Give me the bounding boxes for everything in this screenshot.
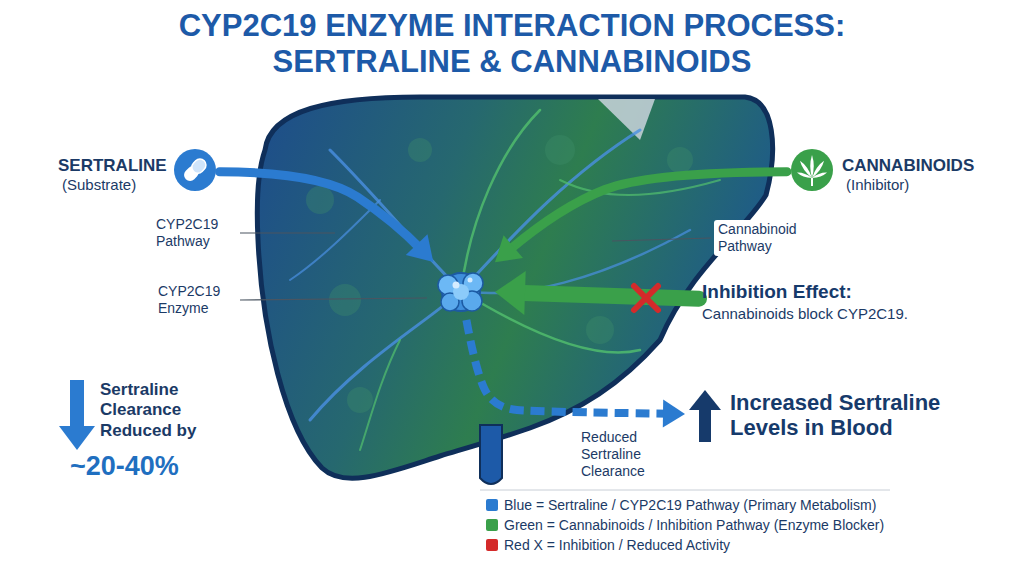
lobule xyxy=(408,138,432,162)
arrowhead xyxy=(406,234,434,262)
lobule xyxy=(586,316,614,344)
leader-line xyxy=(240,298,427,300)
blood-vessels xyxy=(290,110,720,450)
diagram-title: CYP2C19 ENZYME INTERACTION PROCESS: SERT… xyxy=(112,8,912,79)
icon-part xyxy=(796,155,827,179)
effect-note: Sertraline Clearance Reduced by xyxy=(100,380,222,441)
legend-row: Blue = Sertraline / CYP2C19 Pathway (Pri… xyxy=(486,495,884,515)
inhibition-x xyxy=(634,286,658,310)
note-heading: Inhibition Effect: xyxy=(702,281,908,304)
icon-part xyxy=(689,390,721,410)
icon-part xyxy=(699,408,711,442)
connector-line xyxy=(516,293,699,299)
legend-row: Red X = Inhibition / Reduced Activity xyxy=(486,535,884,555)
legend-swatch xyxy=(486,539,498,551)
icon-part xyxy=(811,171,827,179)
decrease-arrow xyxy=(59,380,95,450)
legend-text: Green = Cannabinoids / Inhibition Pathwa… xyxy=(504,517,884,533)
legend-swatch xyxy=(486,499,498,511)
connector-line xyxy=(220,172,422,250)
arrow-head xyxy=(59,426,95,450)
icon-part xyxy=(181,157,208,184)
outcome-text: Increased Sertraline Levels in Blood xyxy=(730,390,992,441)
icon-part xyxy=(791,149,833,191)
legend-rule xyxy=(480,490,890,491)
icon-part xyxy=(811,178,813,186)
legend-text: Red X = Inhibition / Reduced Activity xyxy=(504,537,730,553)
text-group: Increased Sertraline Levels in Blood xyxy=(730,390,992,441)
drug-role: (Substrate) xyxy=(62,176,167,195)
text-group: CANNABINOIDS(Inhibitor) xyxy=(842,148,974,195)
leader-line xyxy=(240,232,335,233)
percent-value: ~20-40% xyxy=(70,452,179,482)
note-body: Cannabinoids block CYP2C19. xyxy=(702,304,908,324)
node-icon xyxy=(430,265,492,317)
connector-line xyxy=(466,320,669,414)
node-icon xyxy=(790,148,834,192)
enzyme-node: CYP2C19 Enzyme xyxy=(430,265,492,317)
text-group: SERTRALINE(Substrate) xyxy=(58,148,167,195)
substrate-box: SERTRALINE(Substrate) xyxy=(58,148,217,195)
inhibitor-box: CANNABINOIDS(Inhibitor) xyxy=(790,148,974,195)
text-group: Inhibition Effect:Cannabinoids block CYP… xyxy=(702,281,908,323)
enzyme-label: CYP2C19 Enzyme xyxy=(158,283,238,317)
liver-shape xyxy=(257,97,772,478)
drug-name: CANNABINOIDS xyxy=(842,156,974,176)
vessel xyxy=(461,110,540,291)
vessel xyxy=(290,200,380,280)
icon-part xyxy=(468,278,473,283)
enzyme-blob xyxy=(430,265,492,317)
icon-part xyxy=(189,157,208,176)
leaf-icon xyxy=(790,148,834,192)
drug-name: SERTRALINE xyxy=(58,156,167,176)
icon-part xyxy=(453,282,460,289)
inhibition-arrow xyxy=(495,271,699,315)
arrowhead xyxy=(495,235,523,262)
text-group: CYP2C19 Enzyme xyxy=(158,283,238,317)
liver-notch xyxy=(598,99,655,140)
clearance-arrow xyxy=(466,320,685,428)
node-icon xyxy=(688,390,722,442)
vein-trunk xyxy=(480,425,502,484)
lobule xyxy=(545,135,575,165)
icon-part xyxy=(796,171,812,179)
pill-icon xyxy=(173,148,217,192)
icon-part xyxy=(810,155,814,178)
legend-swatch xyxy=(486,519,498,531)
edge-label: Reduced Sertraline Clearance xyxy=(578,428,680,480)
x-stroke xyxy=(634,286,658,310)
lobule xyxy=(667,147,693,173)
increase-arrow xyxy=(688,390,722,442)
lobule xyxy=(306,186,334,214)
legend: Blue = Sertraline / CYP2C19 Pathway (Pri… xyxy=(486,495,884,555)
pathway-label: CYP2C19 Pathway xyxy=(156,216,238,250)
lobule xyxy=(329,284,361,316)
inhibition-note: Inhibition Effect:Cannabinoids block CYP… xyxy=(702,281,908,323)
lobule xyxy=(347,387,373,413)
pathway-label: Cannabinoid Pathway xyxy=(714,220,834,256)
arrowhead xyxy=(495,271,526,315)
leader-line xyxy=(612,238,711,241)
arrow-shaft xyxy=(70,380,84,428)
vessel xyxy=(360,340,400,450)
drug-role: (Inhibitor) xyxy=(846,176,974,195)
icon-part xyxy=(174,149,216,191)
legend-text: Blue = Sertraline / CYP2C19 Pathway (Pri… xyxy=(504,497,876,513)
arrowhead xyxy=(663,400,685,428)
legend-row: Green = Cannabinoids / Inhibition Pathwa… xyxy=(486,515,884,535)
node-icon xyxy=(173,148,217,192)
outcome-box: Increased Sertraline Levels in Blood xyxy=(688,390,992,442)
vessel xyxy=(310,291,461,420)
lobule-texture xyxy=(306,135,693,413)
x-stroke xyxy=(634,286,658,310)
substrate-arrow xyxy=(220,172,434,262)
